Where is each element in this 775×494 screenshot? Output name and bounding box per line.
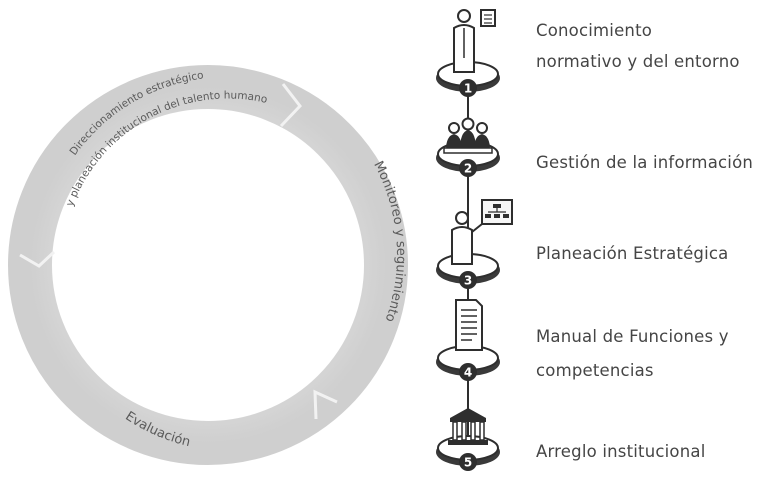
step-3: 3 (436, 200, 512, 289)
step-2-label-line-1: Gestión de la información (536, 153, 753, 172)
step-1: 1 (436, 10, 500, 97)
document-icon (456, 300, 482, 350)
step-number: 5 (464, 456, 472, 470)
step-4: 4 (436, 300, 500, 381)
step-4-label-line-1: Manual de Funciones y (536, 327, 729, 346)
step-5: 5 (436, 408, 500, 471)
cycle-ring (20, 84, 386, 443)
step-4-label-line-2: competencias (536, 361, 654, 380)
step-number: 3 (464, 274, 472, 288)
step-1-label-line-1: Conocimiento (536, 21, 652, 40)
step-number: 4 (464, 366, 472, 380)
step-2: 2 (436, 119, 500, 178)
team-meeting-icon (444, 119, 492, 154)
teacher-with-board-icon (454, 10, 495, 72)
step-number: 1 (464, 82, 472, 96)
step-3-label-line-1: Planeación Estratégica (536, 244, 728, 263)
step-number: 2 (464, 162, 472, 176)
step-1-label-line-2: normativo y del entorno (536, 52, 740, 71)
step-5-label-line-1: Arreglo institucional (536, 442, 705, 461)
